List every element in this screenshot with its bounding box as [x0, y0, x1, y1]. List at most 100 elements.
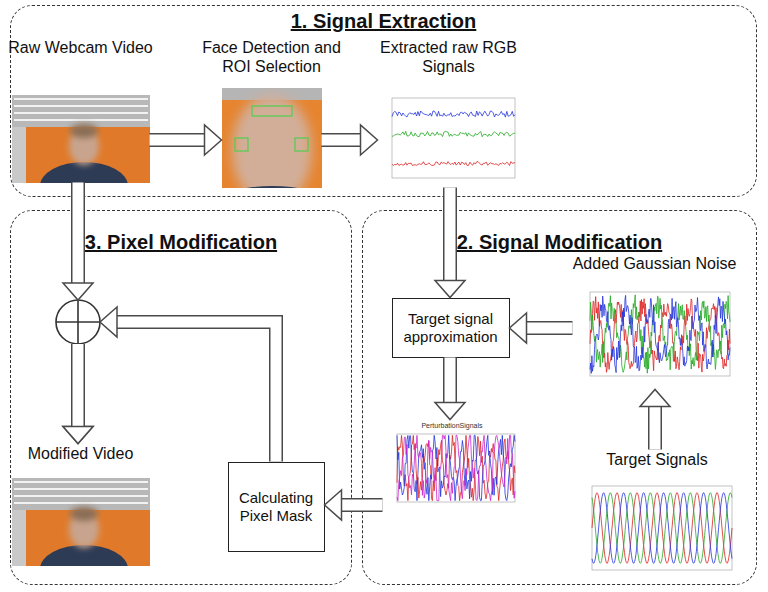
forehead-roi — [252, 106, 292, 116]
stage-panel: 1. Signal ExtractionRaw Webcam VideoFace… — [10, 5, 757, 197]
frame-heading: Added Gaussian Noise — [565, 254, 745, 273]
plot-frame — [397, 434, 515, 502]
video-frame: Face Detection and ROI Selection — [222, 38, 322, 188]
arrow-head — [640, 390, 670, 407]
arrow-shaft-fill — [527, 323, 573, 334]
arrow-shaft-outline — [71, 183, 85, 284]
ceiling-lights — [14, 482, 148, 503]
signal-plot: Added Gaussian Noise — [573, 254, 737, 390]
process-box: Calculating Pixel Mask — [228, 462, 325, 552]
arrow-shaft-outline — [322, 133, 361, 147]
plot-frame — [590, 292, 730, 376]
arrow-shaft-outline — [117, 322, 276, 462]
green-target — [592, 493, 732, 564]
stage-title: 2. Signal Modification — [363, 231, 756, 254]
arrow-shaft-fill — [445, 358, 456, 403]
process-label: Target signal approximation — [393, 308, 509, 348]
frame-heading: Target Signals — [582, 450, 732, 469]
plot-frame — [392, 98, 515, 178]
signal-plot: PerturbationSignals — [383, 420, 522, 512]
cheek-roi — [295, 138, 308, 151]
flow-arrow — [510, 313, 573, 343]
sum-cross — [77, 300, 79, 344]
shirt — [40, 545, 128, 566]
shirt — [222, 186, 322, 188]
arrow-shaft-fill — [73, 183, 84, 284]
arrow-shaft-fill — [117, 322, 276, 462]
plot-bg — [575, 284, 735, 390]
blue-noisy — [590, 295, 730, 373]
flow-arrow — [63, 307, 276, 462]
arrow-shaft-fill — [150, 135, 205, 146]
stage-panel: 3. Pixel ModificationModified Video Calcu… — [10, 210, 352, 585]
frame-heading: Raw Webcam Video — [6, 38, 156, 57]
ceiling — [12, 478, 150, 510]
flow-arrow — [322, 125, 378, 155]
face-crop — [222, 88, 322, 188]
sum-circle — [56, 300, 100, 344]
webcam-frame — [12, 95, 150, 183]
stage-title: 3. Pixel Modification — [11, 231, 351, 254]
roi-boxes — [235, 106, 308, 151]
signal-plot: Extracted raw RGB Signals — [378, 38, 520, 188]
arrow-head — [63, 283, 93, 300]
stage-panel: 2. Signal ModificationTarget signal appr… — [362, 210, 757, 585]
plot-frame — [592, 486, 732, 570]
frame-heading: Extracted raw RGB Signals — [374, 38, 524, 76]
arrow-head — [435, 403, 465, 420]
hair — [70, 507, 98, 521]
green-signal — [392, 131, 515, 136]
flow-arrow — [63, 183, 93, 444]
arrow-shaft-fill — [445, 188, 456, 281]
red-perturbation — [397, 435, 515, 500]
video-frame: Raw Webcam Video — [12, 38, 150, 183]
arrow-head — [325, 490, 342, 520]
plot-bg — [378, 88, 520, 188]
hair — [70, 124, 98, 138]
process-label: Calculating Pixel Mask — [229, 487, 324, 527]
arrow-head — [63, 427, 93, 444]
arrow-head — [435, 281, 465, 298]
modified-frame — [12, 478, 150, 566]
arrow-shaft-outline — [443, 188, 457, 281]
arrow-shaft-outline — [342, 498, 383, 512]
arrow-head — [205, 125, 222, 155]
frame-heading: Face Detection and ROI Selection — [197, 38, 347, 76]
arrow-shaft-fill — [73, 344, 84, 427]
blue-signal — [392, 111, 515, 117]
flow-arrow — [640, 390, 670, 450]
target-plot — [578, 478, 737, 580]
signal-plot: Target Signals — [578, 450, 737, 580]
flow-arrow — [435, 358, 465, 420]
perturbation-plot — [385, 420, 520, 510]
process-box: Target signal approximation — [392, 298, 510, 358]
arrow-shaft-fill — [650, 407, 661, 450]
rgb-plot — [378, 88, 520, 188]
video-frame: Modified Video — [12, 444, 150, 565]
arrow-shaft-outline — [71, 344, 85, 427]
arrow-shaft-outline — [443, 358, 457, 403]
pillar — [12, 127, 26, 183]
red-target — [592, 493, 732, 564]
flow-arrow — [325, 490, 383, 520]
shirt — [40, 162, 128, 183]
ceiling-lights — [14, 99, 148, 120]
arrow-shaft-outline — [648, 407, 662, 450]
frame-heading: Modified Video — [6, 444, 156, 463]
arrow-shaft-fill — [342, 500, 383, 511]
purple-perturbation — [397, 435, 515, 500]
plot-bg — [385, 420, 520, 510]
blue-target — [592, 493, 732, 564]
pillar — [12, 510, 26, 566]
arrow-shaft-fill — [73, 344, 84, 427]
green-noisy — [590, 295, 730, 373]
arrow-shaft-outline — [71, 344, 85, 427]
arrow-shaft-outline — [150, 133, 205, 147]
cheek-roi — [235, 138, 248, 151]
ceiling — [12, 95, 150, 127]
sum-symbol — [56, 300, 100, 344]
arrow-head — [510, 313, 527, 343]
